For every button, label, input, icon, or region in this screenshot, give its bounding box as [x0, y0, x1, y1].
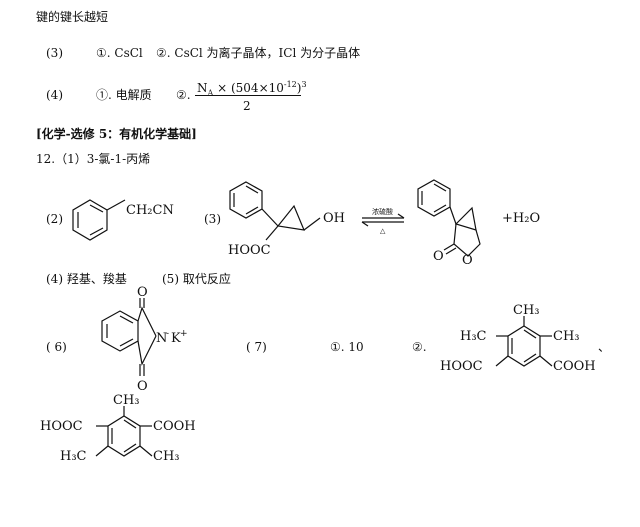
h3c-label: H₃C — [60, 449, 87, 464]
hooc-label: HOOC — [440, 359, 483, 374]
cyclopropane-ring — [276, 204, 305, 231]
arrow-bottom-label: △ — [380, 227, 386, 235]
formula-close: ) — [296, 81, 302, 95]
lactone-ring — [453, 223, 481, 257]
ring-double-bond — [119, 338, 134, 347]
arrow-top-label: 浓硫酸 — [372, 207, 393, 216]
p7-number: ( 7) — [246, 340, 267, 354]
q4-number: (4) — [46, 88, 63, 102]
q3-number: (3) — [46, 46, 63, 60]
formula-rest: × (504×10 — [217, 81, 284, 95]
ring-o-label: O — [462, 253, 473, 268]
bond — [449, 206, 457, 225]
benzene-ring — [507, 325, 541, 367]
formula-denominator: 2 — [243, 99, 251, 113]
n-label: N — [156, 331, 167, 346]
carbonyl-bond — [443, 243, 455, 251]
benzene-ring — [107, 415, 141, 457]
q3-answer-a: ①. CsCl — [96, 46, 143, 60]
k-label: K — [171, 331, 181, 346]
p2-number: (2) — [46, 212, 63, 226]
ring-double-bond — [119, 315, 134, 324]
forward-arrow-head — [397, 213, 405, 219]
reaction-scheme: OH HOOC 浓硫酸 △ O O +H₂O — [228, 179, 540, 268]
carbonyl-o-label: O — [433, 249, 444, 264]
benzyl-cyanide-structure: CH₂CN — [72, 199, 174, 241]
ch3-top-label: CH₃ — [113, 393, 140, 408]
bond — [495, 355, 509, 367]
p6-number: ( 6) — [46, 340, 67, 354]
ring-double-bond — [523, 353, 537, 363]
ch3-right-label: CH₃ — [153, 449, 180, 464]
ring-double-bond — [433, 183, 447, 192]
ring-double-bond — [245, 185, 259, 194]
hooc-label: HOOC — [228, 243, 271, 258]
cooh-label: COOH — [153, 419, 196, 434]
imide-ring — [137, 306, 157, 366]
formula-exp1: -12 — [283, 80, 297, 89]
ring-double-bond — [123, 443, 137, 453]
section-heading: [化学-选修 5：有机化学基础] — [36, 127, 197, 141]
oh-label: OH — [323, 211, 345, 226]
q12-line: 12.（1）3-氯-1-丙烯 — [36, 152, 151, 166]
reverse-arrow-head — [361, 221, 369, 227]
trimethyl-terephthalic-acid-b: CH₃ HOOC COOH H₃C CH₃ — [40, 393, 196, 464]
potassium-phthalimide-structure: O O N - K + — [101, 285, 188, 394]
fraction-bar — [195, 95, 301, 96]
density-formula: NA × (504×10-12)3 2 — [195, 74, 307, 114]
bond — [95, 445, 109, 457]
p3-number: (3) — [204, 212, 221, 226]
benzene-ring — [417, 179, 451, 217]
hooc-label: HOOC — [40, 419, 83, 434]
ch2cn-label: CH₂CN — [126, 203, 174, 218]
ch3-top-label: CH₃ — [513, 303, 540, 318]
p5-line: (5) 取代反应 — [162, 272, 231, 286]
ring-double-bond — [89, 204, 104, 213]
formula-sub-a: A — [207, 88, 214, 98]
trimethyl-terephthalic-acid-a: CH₃ H₃C CH₃ HOOC COOH — [440, 303, 596, 374]
water-label: +H₂O — [502, 211, 540, 226]
benzene-ring — [229, 181, 263, 219]
ring-double-bond — [123, 419, 137, 429]
ring-double-bond — [523, 329, 537, 339]
ch3-right-label: CH₃ — [553, 329, 580, 344]
text-line-bond: 键的键长越短 — [36, 10, 109, 24]
bond — [139, 445, 153, 457]
h3c-label: H₃C — [460, 329, 487, 344]
minus-label: - — [166, 329, 169, 339]
p4-line: (4) 羟基、羧基 — [46, 272, 127, 286]
cyclopropane-ring — [454, 206, 477, 231]
bond — [261, 208, 279, 227]
bond — [265, 225, 279, 241]
carbonyl-bond — [445, 247, 457, 255]
q4-answer-a: ①. 电解质 — [96, 88, 152, 102]
bond — [106, 199, 126, 211]
q3-answer-b: ②. CsCl 为离子晶体，ICl 为分子晶体 — [156, 46, 361, 60]
ring-double-bond — [245, 206, 259, 215]
o-top-label: O — [137, 285, 148, 300]
formula-n: N — [197, 81, 208, 95]
ring-double-bond — [433, 204, 447, 213]
bond — [539, 355, 553, 367]
separator-comma: 、 — [598, 340, 611, 354]
o-bottom-label: O — [137, 379, 148, 394]
q4-answer-b: ②. — [176, 88, 191, 102]
plus-label: + — [180, 329, 188, 339]
bond — [303, 217, 321, 231]
p7-answer-a: ①. 10 — [330, 340, 364, 354]
cooh-label: COOH — [553, 359, 596, 374]
formula-exp2: 3 — [301, 80, 307, 89]
ring-double-bond — [89, 227, 104, 236]
p7-answer-b: ②. — [412, 340, 427, 354]
